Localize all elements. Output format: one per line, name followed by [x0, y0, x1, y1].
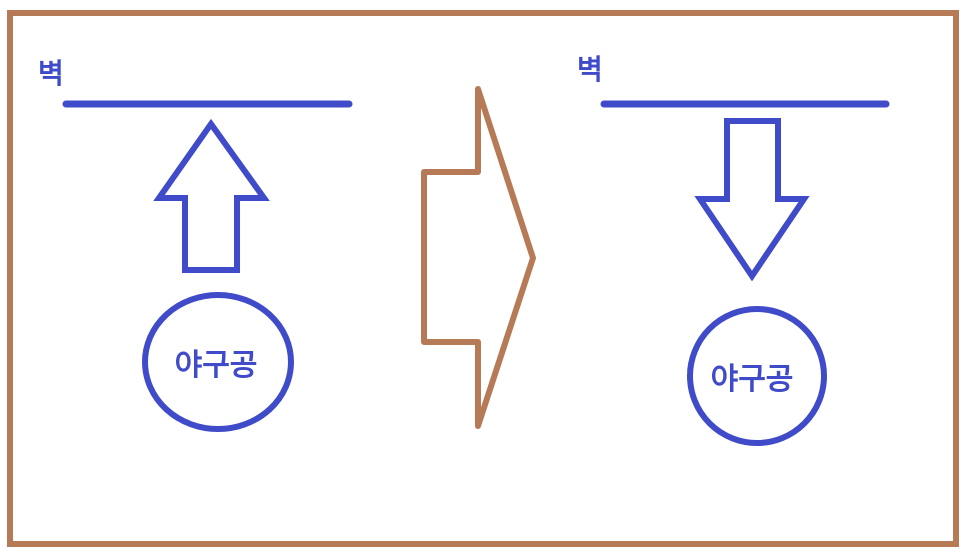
- down-arrow: [694, 118, 810, 282]
- outer-frame: [7, 10, 959, 547]
- left-baseball-circle: [142, 292, 294, 432]
- right-wall-label: 벽: [577, 53, 603, 86]
- left-panel: 벽 야구공: [38, 57, 353, 432]
- right-baseball-circle: [687, 306, 827, 446]
- left-wall-label: 벽: [38, 57, 64, 90]
- transition-right-arrow: [421, 86, 536, 429]
- right-panel: 벽 야구공: [577, 53, 890, 446]
- up-arrow: [153, 118, 270, 273]
- right-baseball-label: 야구공: [711, 362, 794, 397]
- left-baseball-label: 야구공: [175, 348, 258, 383]
